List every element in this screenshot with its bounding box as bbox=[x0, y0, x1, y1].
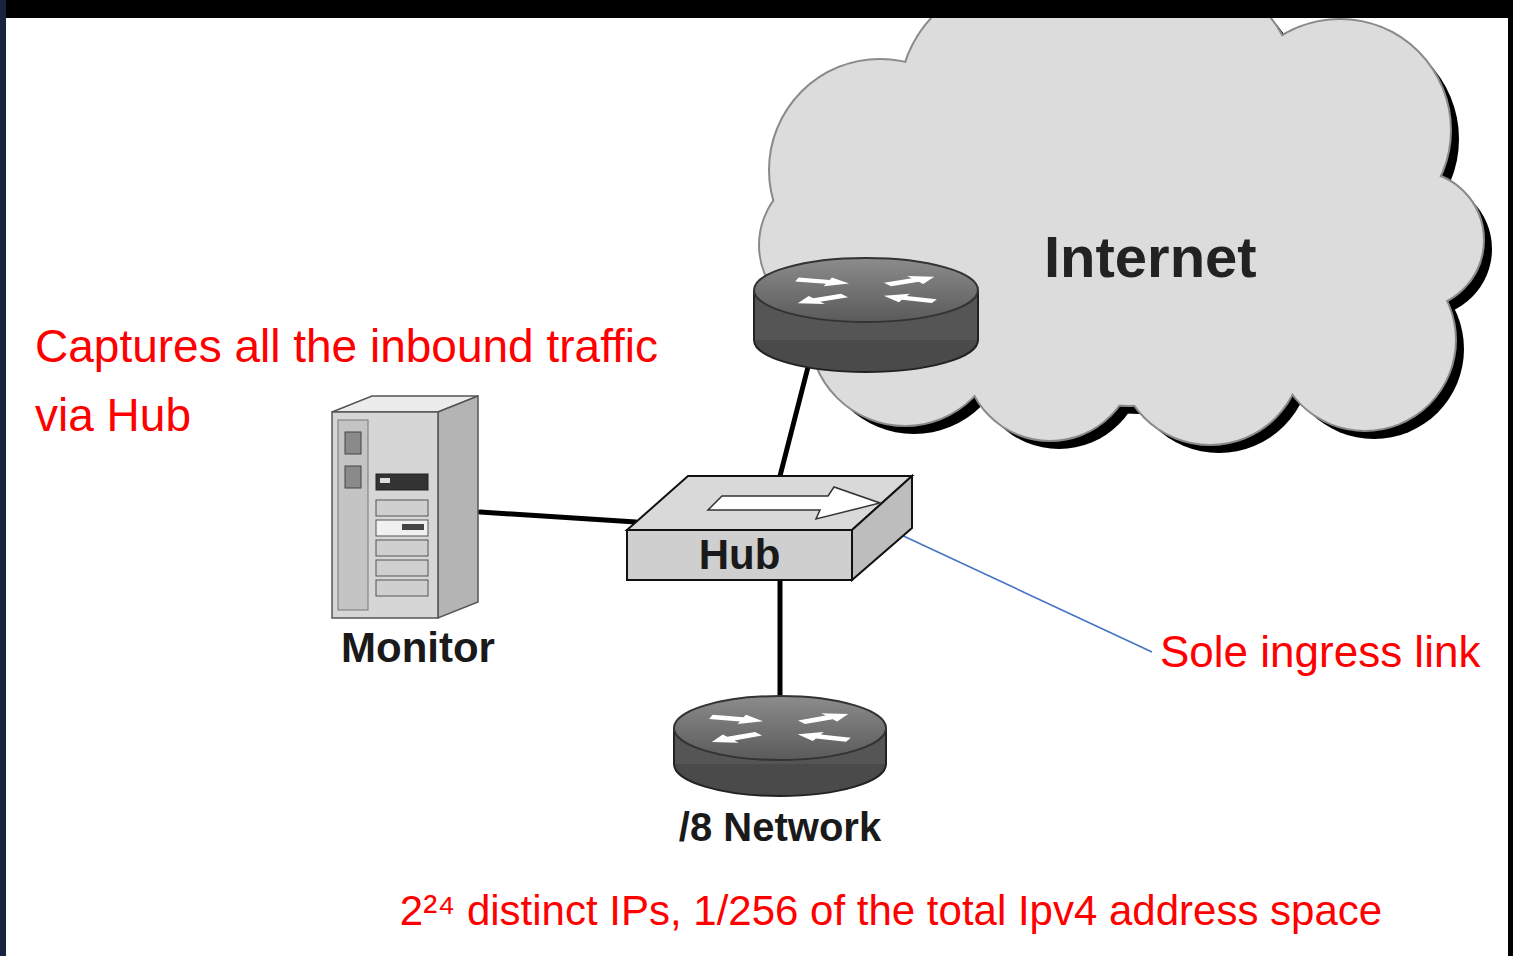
tower-front bbox=[332, 412, 438, 618]
cloud-node: Internet bbox=[752, 18, 1502, 458]
router-arrow bbox=[792, 730, 854, 745]
router-arrow bbox=[707, 712, 767, 726]
drive-light bbox=[380, 478, 390, 483]
drive-bay bbox=[376, 560, 428, 576]
drive-bay bbox=[376, 540, 428, 556]
cloud-outline bbox=[760, 18, 1483, 444]
router-side bbox=[753, 290, 755, 340]
router-arrows bbox=[790, 273, 942, 307]
callout-note: Captures all the inbound traffic via Hub bbox=[35, 312, 695, 450]
drive-bay bbox=[376, 500, 428, 516]
node-label: /8 Network bbox=[640, 804, 920, 850]
router-top bbox=[674, 696, 886, 760]
drive-bay bbox=[376, 580, 428, 596]
hub-box bbox=[627, 476, 912, 580]
hub-side bbox=[852, 476, 912, 580]
router-arrow bbox=[793, 275, 853, 288]
label-holder: Sole ingress link bbox=[1160, 626, 1505, 679]
router-node: /8 Network bbox=[640, 692, 920, 862]
tower-side bbox=[438, 396, 478, 618]
router-arrow bbox=[878, 292, 940, 306]
router-symbol bbox=[674, 696, 886, 796]
node-label: Monitor bbox=[318, 624, 518, 672]
tower-panel bbox=[338, 420, 368, 610]
drive-slot bbox=[402, 524, 424, 530]
router-arrows bbox=[704, 710, 856, 746]
network-link bbox=[480, 512, 636, 522]
computer-node: Monitor bbox=[318, 392, 518, 682]
cloud-lobe bbox=[1275, 250, 1455, 430]
router-arrow bbox=[704, 730, 767, 747]
drive-bay bbox=[376, 520, 428, 536]
network-link bbox=[780, 367, 808, 476]
router-side bbox=[977, 290, 979, 340]
label-holder: Captures all the inbound traffic via Hub bbox=[35, 312, 695, 450]
caption-note: 2²⁴ distinct IPs, 1/256 of the total Ipv… bbox=[400, 886, 1382, 936]
router-top bbox=[754, 258, 978, 322]
label-holder: 2²⁴ distinct IPs, 1/256 of the total Ipv… bbox=[391, 886, 1391, 936]
hub-front bbox=[627, 530, 852, 580]
drive-bay bbox=[376, 474, 428, 490]
callout-note: Sole ingress link bbox=[1160, 626, 1505, 679]
hub-node: Hub bbox=[622, 472, 918, 586]
hub-arrow bbox=[708, 487, 880, 519]
node-label: Internet bbox=[1044, 224, 1304, 291]
tower-button bbox=[345, 432, 361, 454]
computer-tower bbox=[332, 396, 478, 618]
router-arrow bbox=[879, 273, 942, 289]
router-arrow bbox=[790, 291, 853, 307]
leader-line bbox=[882, 526, 1152, 652]
cloud-fill bbox=[760, 18, 1483, 444]
router-symbol bbox=[754, 258, 978, 372]
cloud-lobe bbox=[1275, 250, 1455, 430]
node-label: Hub bbox=[627, 530, 852, 580]
tower-button bbox=[345, 466, 361, 488]
router-arrow bbox=[793, 710, 856, 727]
network-link bbox=[778, 580, 783, 696]
